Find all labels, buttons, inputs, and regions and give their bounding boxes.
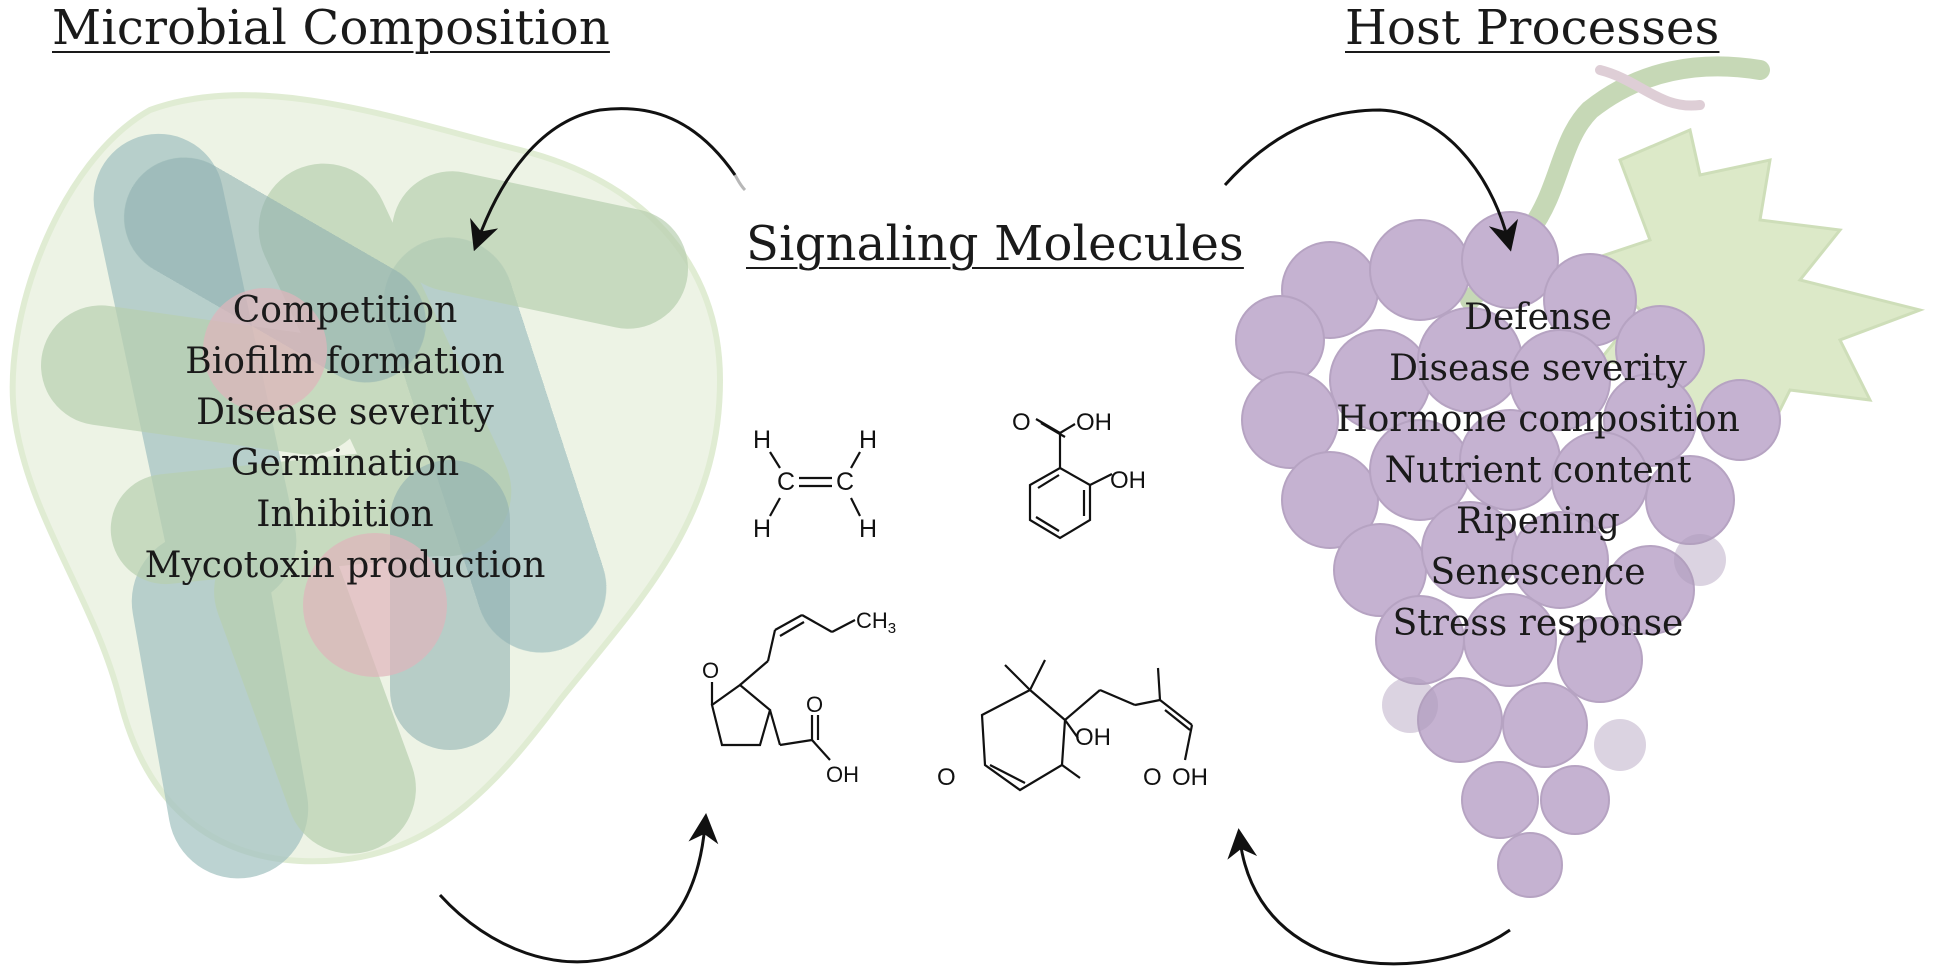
ethylene-c2: C [836,468,854,496]
host-item: Stress response [1392,603,1684,644]
abscisic-acid-structure: O OH O OH [937,659,1208,792]
microbial-item: Disease severity [196,392,494,433]
salicylic-oh-carboxyl: OH [1076,409,1112,436]
jasmonic-o2: O [806,692,823,717]
ethylene-h3: H [753,515,771,543]
grape-bunch-illustration [1235,56,1926,898]
svg-text:CH3: CH3 [856,608,896,637]
salicylic-acid-structure: O OH OH [1012,409,1146,540]
salicylic-oh-phenol: OH [1110,467,1146,494]
abscisic-carboxyl-oh: OH [1172,764,1208,791]
microbial-item: Inhibition [256,494,434,535]
microbial-item: Competition [232,290,458,331]
microbial-process-list: Competition Biofilm formation Disease se… [95,285,595,591]
ethylene-h2: H [859,426,877,454]
ethylene-h1: H [753,426,771,454]
ethylene-h4: H [859,515,877,543]
host-item: Disease severity [1389,348,1687,389]
microbial-item: Mycotoxin production [144,545,546,586]
host-item: Senescence [1430,552,1646,593]
microbial-item: Biofilm formation [185,341,505,382]
signaling-molecules-heading: Signaling Molecules [746,216,1244,272]
arrow-from-host [1227,828,1511,966]
arrow-to-host [1223,108,1519,252]
cycle-arrows [438,107,1519,966]
microbe-cluster-illustration [9,92,724,879]
jasmonic-ch-subscript: 3 [888,620,896,637]
host-item: Hormone composition [1336,399,1740,440]
abscisic-oh: OH [1075,724,1111,751]
host-item: Nutrient content [1384,450,1692,491]
microbial-composition-heading: Microbial Composition [52,0,610,56]
jasmonic-acid-structure: O CH3 O OH [702,608,896,787]
host-item: Defense [1464,297,1612,338]
ethylene-structure: H H C C H H [753,426,877,543]
microbial-item: Germination [230,443,460,484]
host-processes-heading: Host Processes [1345,0,1720,56]
arrow-from-microbes [438,813,719,964]
ethylene-c1: C [777,468,795,496]
host-item: Ripening [1456,501,1620,542]
abscisic-ketone-o: O [937,764,956,791]
jasmonic-oh: OH [826,762,859,787]
jasmonic-ch: CH [856,608,888,633]
arrow-to-microbes [470,107,737,252]
abscisic-carboxyl-o: O [1143,764,1162,791]
jasmonic-o: O [702,658,719,683]
host-process-list: Defense Disease severity Hormone composi… [1288,292,1788,649]
salicylic-o: O [1012,409,1031,436]
